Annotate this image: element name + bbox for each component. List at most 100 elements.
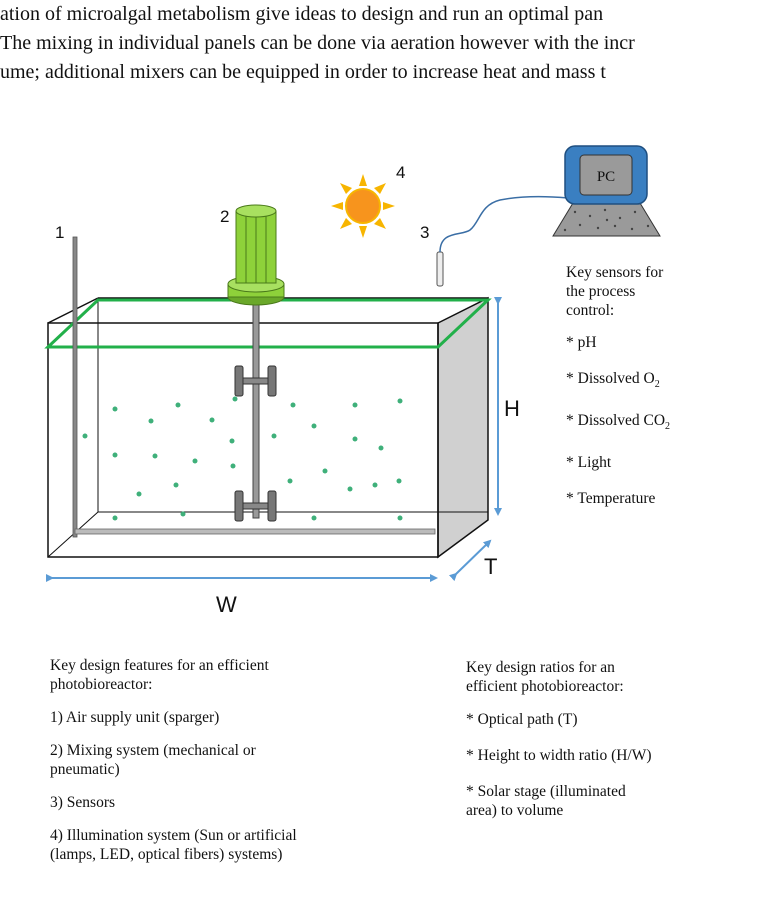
key-dot	[630, 227, 634, 231]
thickness-arrow	[448, 539, 492, 582]
intro-line-2: The mixing in individual panels can be d…	[0, 32, 635, 54]
key-design-ratios: Key design ratios for an efficient photo…	[466, 658, 726, 837]
ratio-solar-stage: * Solar stage (illuminated area) to volu…	[466, 782, 726, 820]
bubble	[180, 511, 186, 517]
sensor-cable	[439, 195, 569, 253]
sun-ray	[340, 218, 352, 229]
impeller-blade	[234, 490, 244, 522]
label-width: W	[216, 592, 237, 617]
feature-illumination: 4) Illumination system (Sun or artificia…	[50, 826, 420, 864]
pc-computer: PC	[552, 145, 661, 237]
bubble	[287, 478, 293, 484]
sensor-o2-text: * Dissolved O	[566, 370, 655, 387]
bubble	[136, 491, 142, 497]
ratios-title-line: Key design ratios for an	[466, 659, 615, 676]
tank-side-face	[437, 296, 489, 559]
bubble	[311, 515, 317, 521]
sensor-light: * Light	[566, 454, 612, 472]
pc-screen	[579, 154, 633, 196]
bubble	[209, 417, 215, 423]
bubble	[112, 406, 118, 412]
feature-sensors: 3) Sensors	[50, 794, 116, 811]
tank-front-face	[47, 322, 439, 558]
features-title: Key design features for an efficient pho…	[50, 656, 420, 694]
features-title-line: Key design features for an efficient	[50, 657, 269, 674]
bubble	[372, 482, 378, 488]
motor-top	[235, 204, 277, 218]
sensors-title-line: the process	[566, 283, 636, 300]
bubble	[378, 445, 384, 451]
label-illumination-number: 4	[396, 163, 405, 182]
sun-disc	[345, 188, 381, 224]
sensor-ph: * pH	[566, 334, 597, 351]
mixer-shaft	[252, 302, 260, 519]
ratio-solar-line: area) to volume	[466, 802, 564, 819]
label-mixer-number: 2	[220, 207, 229, 226]
sun-icon	[331, 174, 395, 238]
key-dot	[646, 224, 650, 228]
intro-paragraph: ation of microalgal metabolism give idea…	[0, 0, 764, 87]
bubble	[322, 468, 328, 474]
bubble	[229, 438, 235, 444]
bubble	[290, 402, 296, 408]
feature-illumination-line: (lamps, LED, optical fibers) systems)	[50, 846, 283, 863]
impeller-blade	[267, 490, 277, 522]
bubble	[311, 423, 317, 429]
key-sensors-panel: Key sensors for the process control: * p…	[566, 263, 756, 525]
bubble	[397, 398, 403, 404]
bubble	[148, 418, 154, 424]
mechanical-mixer	[227, 204, 285, 522]
sun-ray	[374, 218, 386, 229]
bubble	[192, 458, 198, 464]
feature-air-supply: 1) Air supply unit (sparger)	[50, 709, 220, 726]
label-thickness: T	[484, 554, 497, 579]
sun-ray	[331, 202, 343, 210]
ratios-title: Key design ratios for an efficient photo…	[466, 658, 726, 696]
ratios-title-line: efficient photobioreactor:	[466, 678, 624, 695]
key-dot	[613, 224, 617, 228]
ratio-optical-path: * Optical path (T)	[466, 711, 578, 728]
sensor-probe	[436, 251, 444, 287]
key-dot	[596, 226, 600, 230]
sun-ray	[359, 174, 367, 186]
key-dot	[588, 214, 592, 218]
feature-mixing-line: 2) Mixing system (mechanical or	[50, 742, 256, 759]
key-dot	[573, 210, 577, 214]
sparger-horizontal-pipe	[74, 528, 436, 535]
intro-line-3: ume; additional mixers can be equipped i…	[0, 61, 606, 83]
label-sensor-number: 3	[420, 223, 429, 242]
bubble	[230, 463, 236, 469]
key-dot	[633, 210, 637, 214]
key-dot	[578, 223, 582, 227]
label-height: H	[504, 396, 520, 421]
impeller-blade	[267, 365, 277, 397]
bubble	[112, 515, 118, 521]
sensor-dissolved-o2: * Dissolved O2	[566, 369, 756, 394]
bubble	[173, 482, 179, 488]
bubble	[271, 433, 277, 439]
label-sparger-number: 1	[55, 223, 64, 242]
sun-ray	[340, 183, 352, 194]
sensors-title-line: control:	[566, 302, 615, 319]
sun-ray	[383, 202, 395, 210]
sensor-temperature: * Temperature	[566, 490, 656, 508]
key-dot	[603, 208, 607, 212]
intro-line-1: ation of microalgal metabolism give idea…	[0, 3, 604, 25]
sensors-title: Key sensors for the process control:	[566, 263, 756, 320]
bubble	[175, 402, 181, 408]
pc-label: PC	[597, 169, 615, 185]
key-dot	[618, 216, 622, 220]
sun-ray	[359, 226, 367, 238]
feature-illumination-line: 4) Illumination system (Sun or artificia…	[50, 827, 297, 844]
ratio-solar-line: * Solar stage (illuminated	[466, 783, 626, 800]
bubble	[396, 478, 402, 484]
sparger-vertical-pipe	[72, 236, 78, 538]
keyboard-texture	[563, 208, 650, 232]
key-dot	[605, 218, 609, 222]
impeller-hub	[242, 502, 269, 510]
bubble	[347, 486, 353, 492]
key-dot	[563, 228, 567, 232]
ratio-height-width: * Height to width ratio (H/W)	[466, 747, 652, 764]
sensor-dissolved-co2: * Dissolved CO2	[566, 411, 756, 436]
